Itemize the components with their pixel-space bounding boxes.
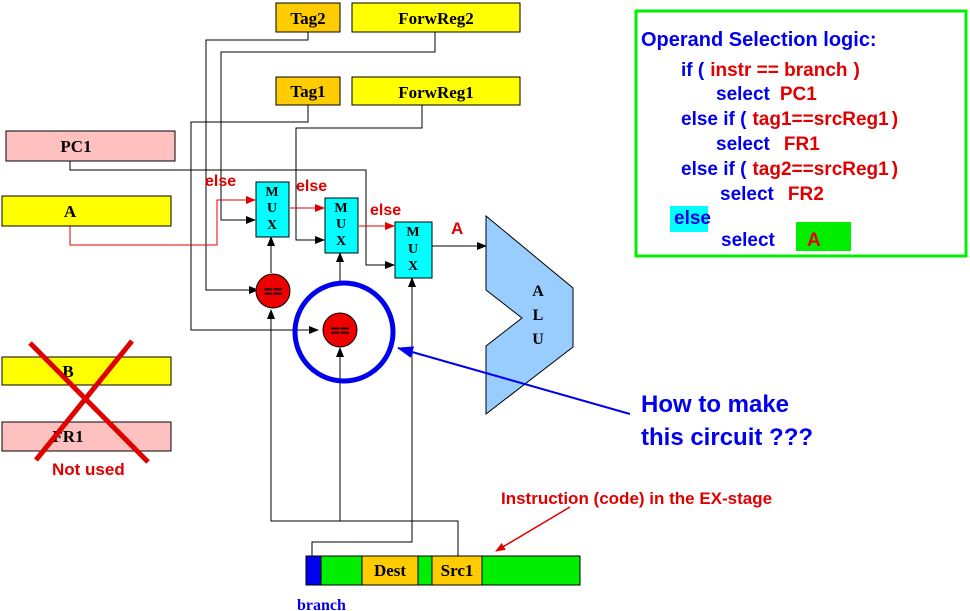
forwreg1-label: ForwReg1	[398, 83, 474, 102]
alu-input-a-label: A	[451, 219, 463, 238]
logic-line-3-keyword: else if (	[681, 109, 747, 130]
mux-3: M U X	[394, 221, 433, 279]
a-register-label: A	[64, 202, 77, 221]
branch-to-mux3-wire	[311, 277, 416, 556]
instruction-caption: Instruction (code) in the EX-stage	[501, 489, 772, 508]
b-register-label: B	[62, 362, 73, 381]
logic-line-5: else if (tag2==srcReg1)	[681, 159, 898, 180]
alu-letter-l: L	[533, 307, 544, 324]
mux-2-letter-m: M	[334, 201, 347, 216]
pc1-label: PC1	[60, 137, 91, 156]
fr1-register: FR1	[1, 421, 172, 452]
logic-line-5-keyword: else if (	[681, 159, 747, 180]
mux-1-letter-x: X	[267, 218, 277, 233]
alu-letter-a: A	[532, 283, 544, 300]
select-a-highlight	[796, 222, 851, 251]
forwreg2-register: ForwReg2	[351, 2, 521, 33]
mux-1-letter-u: U	[267, 201, 277, 216]
pc1-wire	[69, 161, 395, 269]
forwreg2-wire	[220, 32, 436, 224]
a-to-mux1-wire	[69, 196, 256, 246]
logic-box-title: Operand Selection logic:	[641, 29, 877, 51]
dest-field-label: Dest	[374, 561, 406, 580]
unused-cross-icon	[28, 339, 150, 464]
else-label-3: else	[370, 202, 401, 219]
mux-3-letter-u: U	[408, 242, 418, 257]
logic-line-2-value: PC1	[780, 84, 817, 105]
logic-line-7: else	[674, 208, 711, 229]
src1-to-cmp1-wire	[267, 309, 459, 556]
dest-field	[361, 555, 419, 586]
logic-line-5-condition: tag2==srcReg1	[752, 159, 889, 180]
comparator-2-label: ==	[331, 323, 350, 340]
tag1-register: Tag1	[275, 76, 341, 106]
pc1-register: PC1	[5, 130, 176, 162]
logic-line-4-keyword: select	[716, 134, 771, 155]
mux-1-letter-m: M	[265, 185, 278, 200]
highlight-circle-icon	[292, 280, 396, 384]
logic-line-6: select FR2	[720, 184, 824, 205]
logic-line-8-value: A	[807, 230, 821, 251]
logic-line-6-value: FR2	[788, 184, 824, 205]
a-register: A	[1, 195, 172, 227]
mux-3-letter-x: X	[408, 259, 418, 274]
logic-line-1-end: )	[854, 60, 860, 81]
logic-line-1-keyword: if (	[681, 60, 705, 81]
alu-letter-u: U	[532, 331, 544, 348]
logic-line-8-keyword: select	[721, 230, 776, 251]
logic-line-1: if (instr == branch)	[681, 60, 860, 81]
operand-selection-logic-box: Operand Selection logic: if (instr == br…	[634, 9, 968, 258]
comparator-1: ==	[255, 273, 291, 309]
b-register: B	[1, 356, 172, 386]
logic-line-4-value: FR1	[784, 134, 820, 155]
mux-3-letter-m: M	[406, 225, 419, 240]
tag1-wire	[190, 105, 319, 334]
src1-field-label: Src1	[441, 561, 474, 580]
instruction-arrow-icon	[495, 506, 571, 552]
branch-label: branch	[297, 597, 346, 611]
alu: A L U	[485, 214, 574, 416]
question-line-1: How to make	[641, 391, 789, 418]
tag2-register: Tag2	[275, 2, 341, 33]
question-arrow-icon	[397, 346, 631, 415]
else-label-2: else	[296, 178, 327, 195]
logic-line-3-condition: tag1==srcReg1	[752, 109, 889, 130]
forwreg2-label: ForwReg2	[398, 9, 474, 28]
forwreg1-register: ForwReg1	[351, 76, 521, 106]
logic-line-2-keyword: select	[716, 84, 771, 105]
logic-line-3: else if (tag1==srcReg1)	[681, 109, 898, 130]
instruction-register: Dest Src1	[305, 555, 581, 586]
comparator-1-label: ==	[264, 284, 283, 301]
src1-field	[431, 555, 483, 586]
comparator-2: ==	[322, 312, 358, 348]
logic-line-3-end: )	[892, 109, 898, 130]
forwreg1-wire	[295, 105, 423, 244]
tag2-wire	[205, 32, 309, 294]
logic-line-2: select PC1	[716, 84, 817, 105]
logic-line-6-keyword: select	[720, 184, 775, 205]
mux-2: M U X	[324, 197, 359, 254]
else-label-1: else	[205, 173, 236, 190]
logic-line-4: select FR1	[716, 134, 820, 155]
else-highlight	[670, 206, 708, 232]
logic-line-5-end: )	[892, 159, 898, 180]
tag2-label: Tag2	[290, 9, 325, 28]
not-used-label: Not used	[52, 460, 125, 479]
mux-2-letter-u: U	[336, 217, 346, 232]
branch-bit	[305, 555, 322, 586]
mux-2-letter-x: X	[336, 234, 346, 249]
tag1-label: Tag1	[290, 82, 325, 101]
mux-1: M U X	[255, 181, 290, 238]
logic-line-1-condition: instr == branch	[710, 60, 847, 81]
question-line-2: this circuit ???	[641, 424, 813, 451]
